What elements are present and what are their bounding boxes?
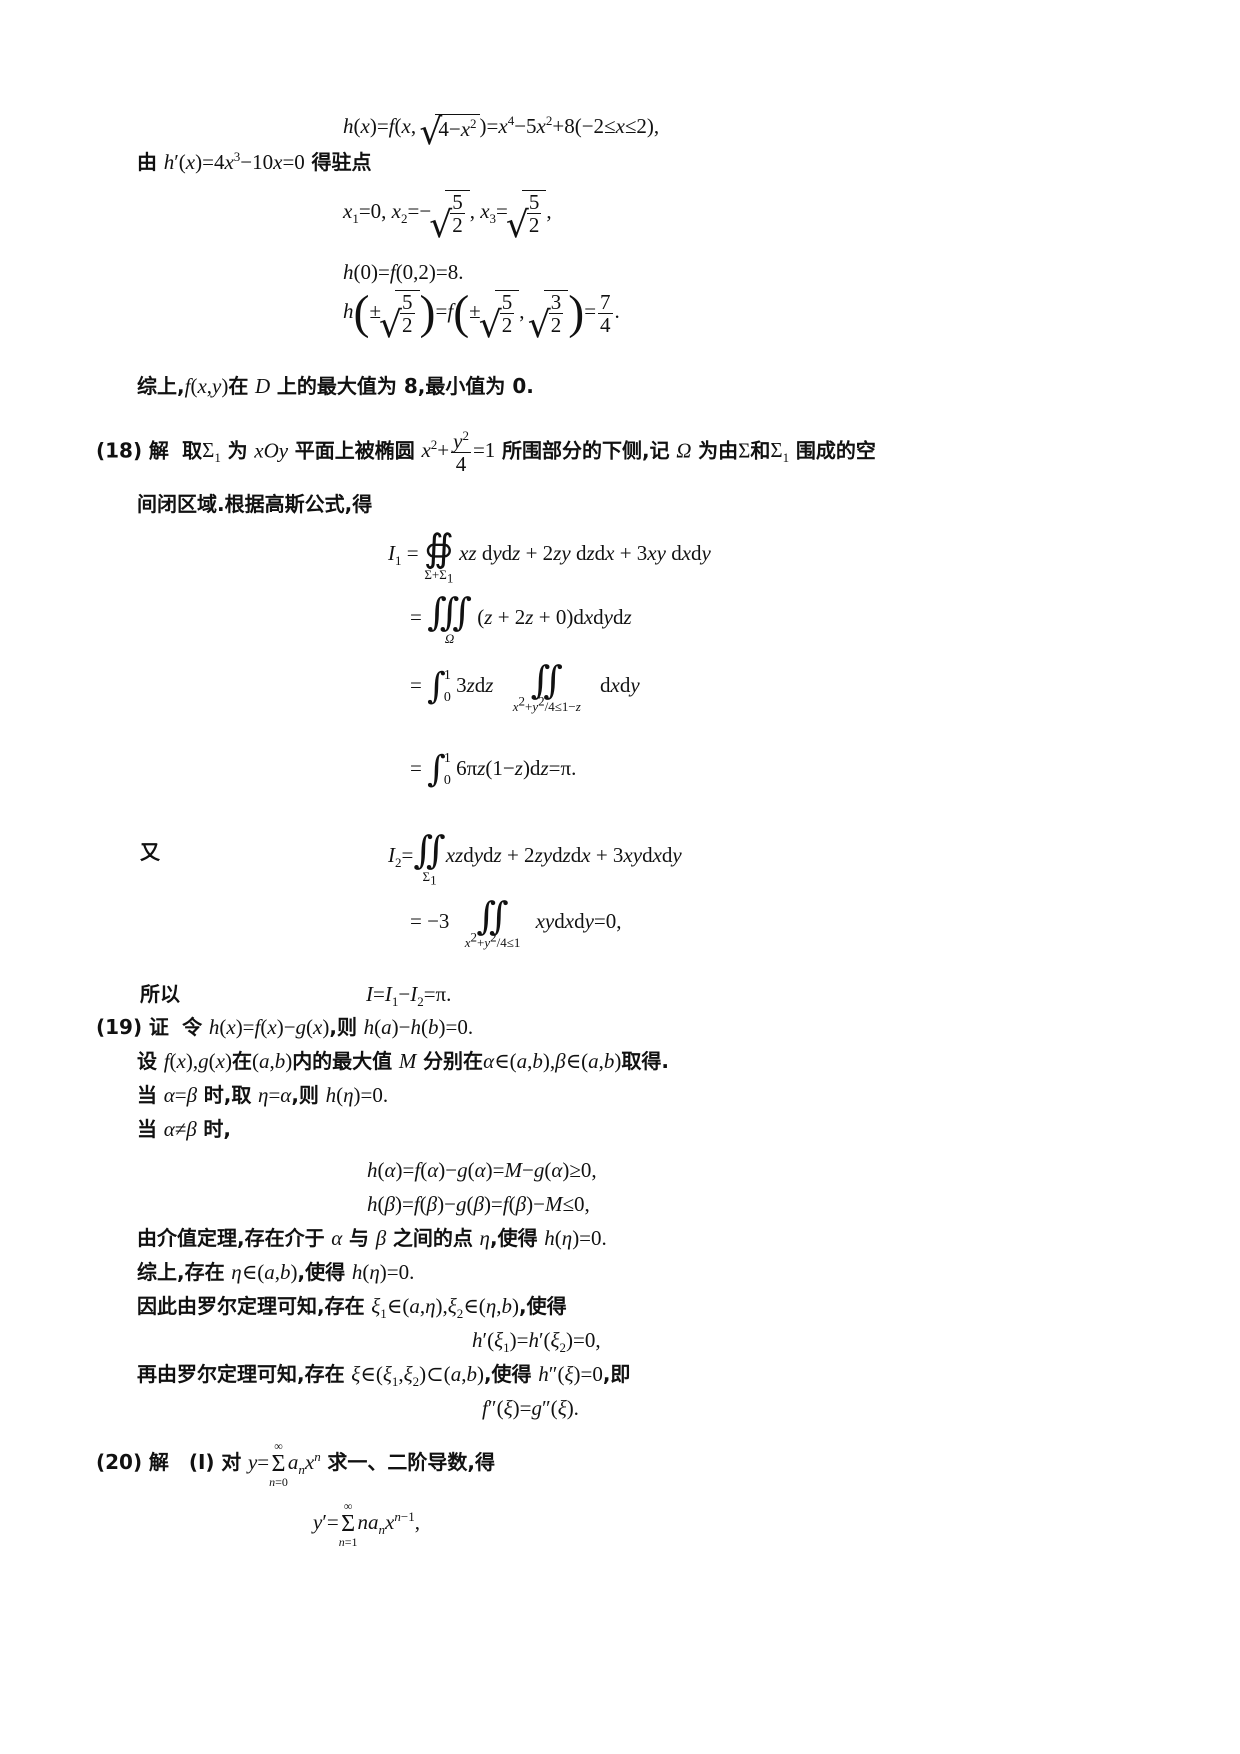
eq-stationary-points: x1=0, x2=−52, x3=52, [343,190,552,240]
problem-19-line2: 设 f(x),g(x)在(a,b)内的最大值 M 分别在α∈(a,b),β∈(a… [137,1049,670,1073]
eq-h-alpha: h(α)=f(α)−g(α)=M−g(α)≥0, [367,1158,597,1182]
closed-surface-integral-icon: ∯ [423,526,454,570]
problem-19-summary: 综上,存在 η∈(a,b),使得 h(η)=0. [137,1260,415,1284]
problem-19-line4: 当 α≠β 时, [137,1117,232,1141]
eq-I-final: I=I1−I2=π. [366,982,452,1010]
eq-h0: h(0)=f(0,2)=8. [343,260,464,284]
label-suoyi: 所以 [140,982,180,1006]
summation-icon: Σ [341,1511,356,1537]
triple-integral-icon: ∭ [427,590,473,634]
problem-19-rolle2: 再由罗尔定理可知,存在 ξ∈(ξ1,ξ2)⊂(a,b),使得 h″(ξ)=0,即 [137,1362,631,1390]
eq-h-beta: h(β)=f(β)−g(β)=f(β)−M≤0, [367,1192,590,1216]
eq-I1-def: I1 = ∯Σ+Σ1 xz dydz + 2zy dzdx + 3xy dxdy [388,526,711,586]
problem-19-rolle1: 因此由罗尔定理可知,存在 ξ1∈(a,η),ξ2∈(η,b),使得 [137,1294,567,1322]
eq-I2-result: = −3 ∬x2+y2/4≤1 xydxdy=0, [410,894,622,950]
double-integral-icon: ∬ [413,828,446,872]
eq-f-g-second: f″(ξ)=g″(ξ). [482,1396,579,1420]
conclusion-17: 综上,f(x,y)在 D 上的最大值为 8,最小值为 0. [137,374,534,398]
eq-h-sqrt: h(±52)=f(±52, 32)=74. [343,289,620,341]
double-integral-icon: ∬ [476,894,509,938]
label-you: 又 [140,840,160,864]
problem-19-line3: 当 α=β 时,取 η=α,则 h(η)=0. [137,1083,389,1107]
eq-h-of-x: h(x)=f(x, 4−x2)=x4−5x2+8(−2≤x≤2), [343,112,659,147]
eq-h-prime-xi: h′(ξ1)=h′(ξ2)=0, [472,1328,601,1356]
double-integral-icon: ∬ [530,658,563,702]
problem-18-intro-2: 间闭区域.根据高斯公式,得 [137,492,373,516]
stationary-point-line: 由 h′(x)=4x3−10x=0 得驻点 [137,149,372,174]
summation-icon: Σ [271,1451,286,1477]
eq-I1-gauss: = ∭Ω (z + 2z + 0)dxdydz [410,590,632,646]
problem-19-ivt: 由介值定理,存在介于 α 与 β 之间的点 η,使得 h(η)=0. [137,1226,607,1250]
problem-19-line1: (19) 证 令 h(x)=f(x)−g(x),则 h(a)−h(b)=0. [96,1015,474,1039]
